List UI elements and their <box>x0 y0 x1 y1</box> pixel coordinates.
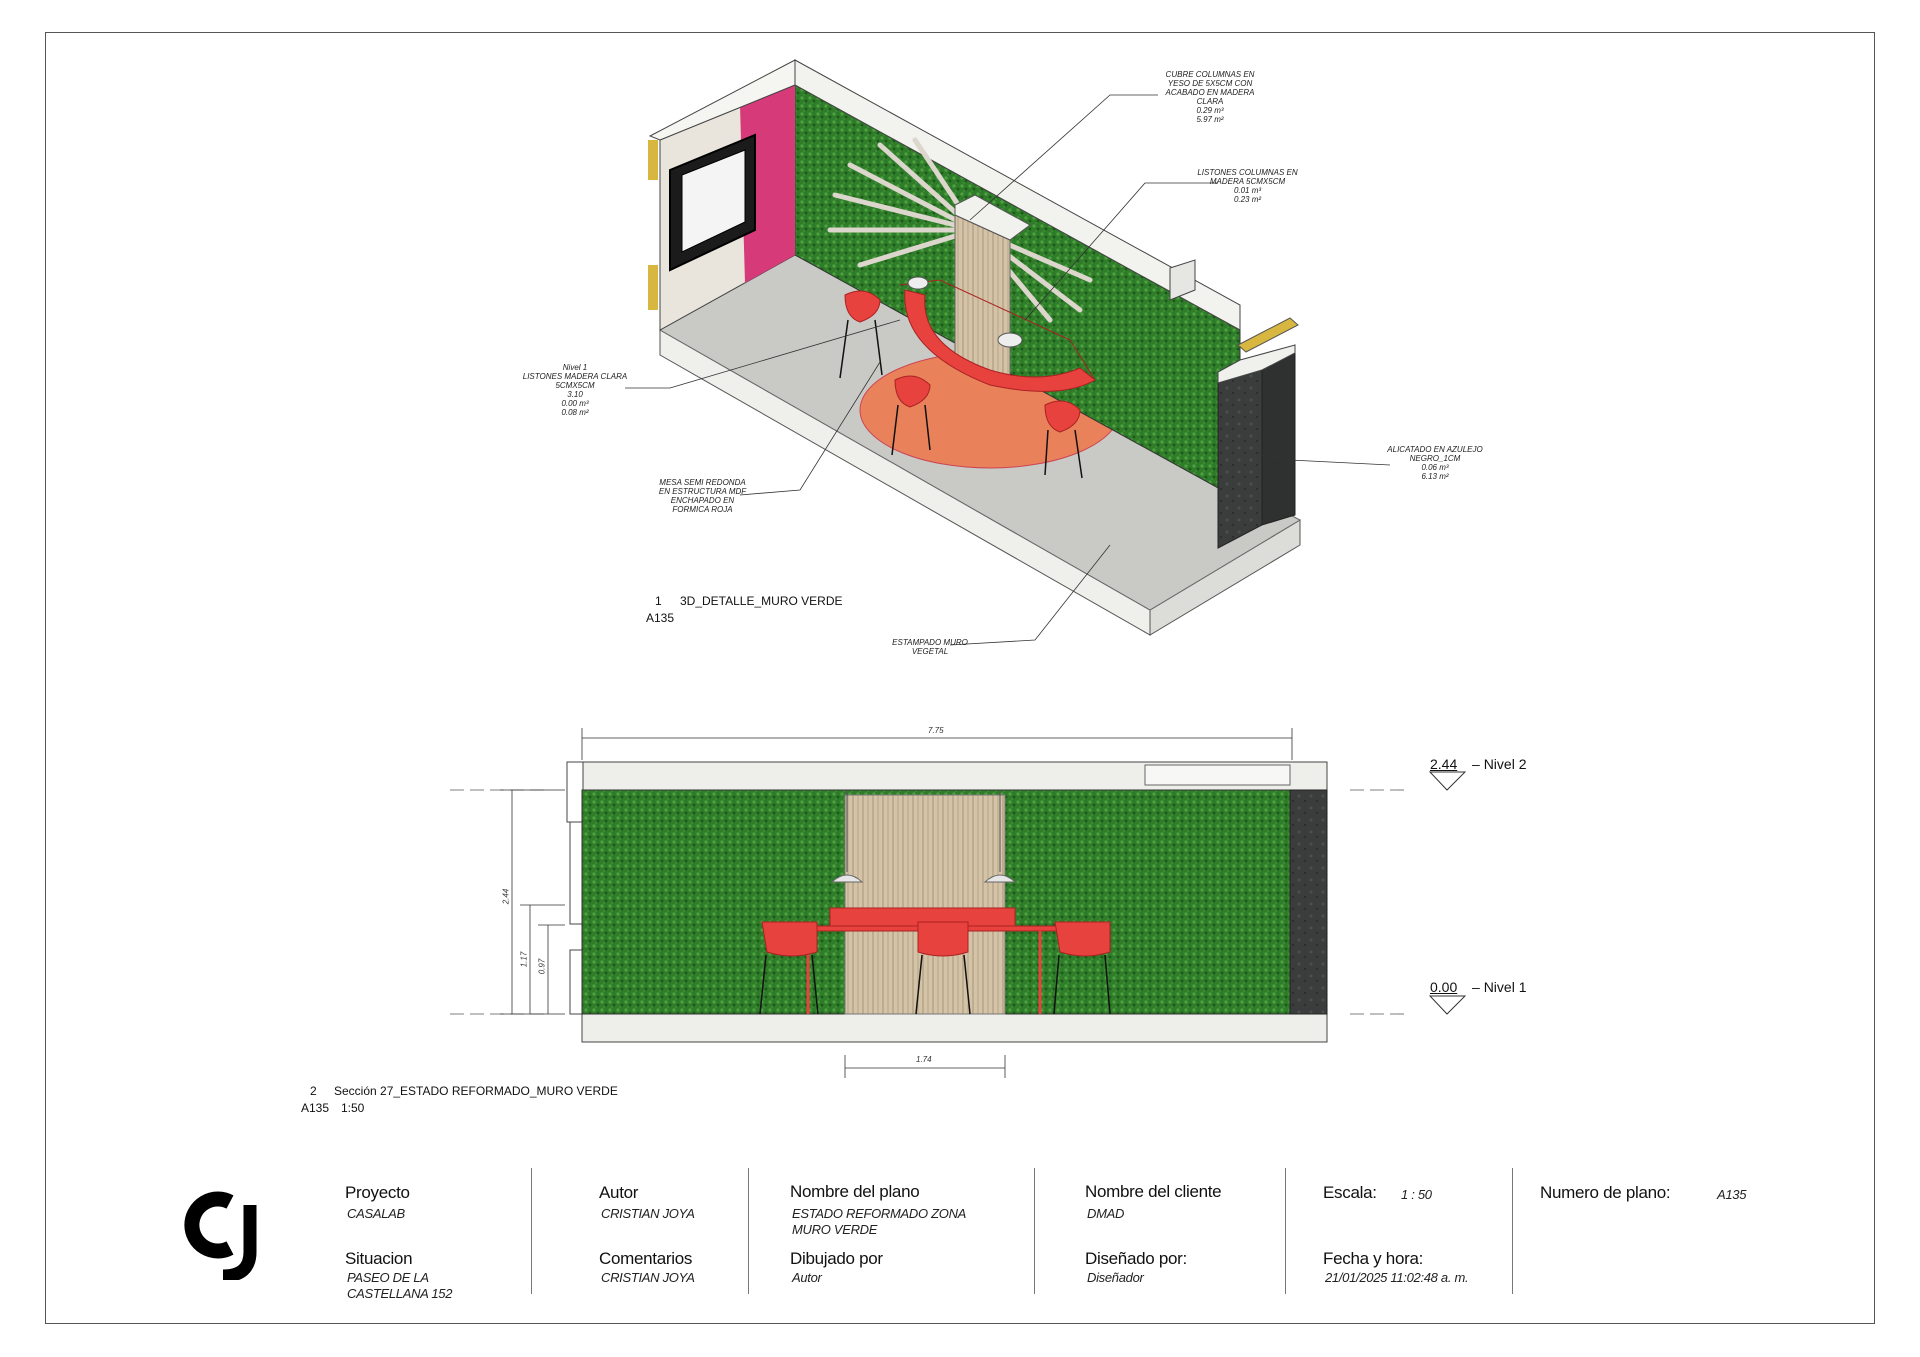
note-alicatado: ALICATADO EN AZULEJO NEGRO_1CM 0.06 m³ 6… <box>1387 445 1483 481</box>
fecha-label: Fecha y hora: <box>1323 1249 1424 1268</box>
note-listones-columnas: LISTONES COLUMNAS EN MADERA 5CMX5CM 0.01… <box>1197 168 1298 204</box>
numero-value: A135 <box>1717 1187 1747 1202</box>
level-2-value: 2.44 <box>1430 756 1458 772</box>
view1-title: 3D_DETALLE_MURO VERDE <box>680 594 843 608</box>
nombre-plano-value: ESTADO REFORMADO ZONA MURO VERDE <box>792 1206 967 1237</box>
level-2-name: – Nivel 2 <box>1472 756 1527 772</box>
disenado-value: Diseñador <box>1087 1270 1144 1285</box>
view2-title: Sección 27_ESTADO REFORMADO_MURO VERDE <box>334 1084 618 1098</box>
comentarios-label: Comentarios <box>599 1249 693 1268</box>
view1-number: 1 <box>655 594 662 608</box>
escala-value: 1 : 50 <box>1401 1187 1432 1202</box>
situacion-value: PASEO DE LA CASTELLANA 152 <box>347 1270 453 1301</box>
tb-divider <box>1285 1168 1286 1294</box>
disenado-label: Diseñado por: <box>1085 1249 1187 1268</box>
numero-label: Numero de plano: <box>1540 1183 1671 1202</box>
sheet-border <box>45 32 1875 1324</box>
cliente-value: DMAD <box>1087 1206 1125 1221</box>
dim-174: 1.74 <box>916 1055 932 1064</box>
dim-width: 7.75 <box>928 726 944 735</box>
section-view <box>450 728 1467 1078</box>
tb-divider <box>531 1168 532 1294</box>
note-nivel1-listones: Nivel 1 LISTONES MADERA CLARA 5CMX5CM 3.… <box>522 363 628 417</box>
note-mesa: MESA SEMI REDONDA EN ESTRUCTURA MDF ENCH… <box>658 478 747 514</box>
dim-height: 2.44 <box>501 888 511 905</box>
isometric-view <box>625 59 1391 646</box>
view2-sheet: A135 <box>301 1101 330 1115</box>
note-estampado: ESTAMPADO MURO VEGETAL <box>892 638 968 656</box>
proyecto-label: Proyecto <box>345 1183 410 1202</box>
view2-scale: 1:50 <box>341 1101 365 1115</box>
fecha-value: 21/01/2025 11:02:48 a. m. <box>1325 1270 1469 1285</box>
escala-label: Escala: <box>1323 1183 1377 1202</box>
situacion-label: Situacion <box>345 1249 413 1268</box>
tb-divider <box>1034 1168 1035 1294</box>
dibujado-value: Autor <box>792 1270 822 1285</box>
dim-097: 0.97 <box>537 958 547 975</box>
note-cubre-columnas: CUBRE COLUMNAS EN YESO DE 5X5CM CON ACAB… <box>1165 70 1255 124</box>
autor-value: CRISTIAN JOYA <box>601 1206 695 1221</box>
cliente-label: Nombre del cliente <box>1085 1182 1222 1201</box>
nombre-plano-label: Nombre del plano <box>790 1182 920 1201</box>
view2-number: 2 <box>310 1084 317 1098</box>
proyecto-value: CASALAB <box>347 1206 405 1221</box>
dibujado-label: Dibujado por <box>790 1249 883 1268</box>
level-1-name: – Nivel 1 <box>1472 979 1527 995</box>
autor-label: Autor <box>599 1183 639 1202</box>
dim-117: 1.17 <box>519 951 529 968</box>
cj-logo-icon <box>184 1191 257 1280</box>
comentarios-value: CRISTIAN JOYA <box>601 1270 695 1285</box>
view1-sheet: A135 <box>646 611 675 625</box>
tb-divider <box>1512 1168 1513 1294</box>
level-1-value: 0.00 <box>1430 979 1458 995</box>
tb-divider <box>748 1168 749 1294</box>
